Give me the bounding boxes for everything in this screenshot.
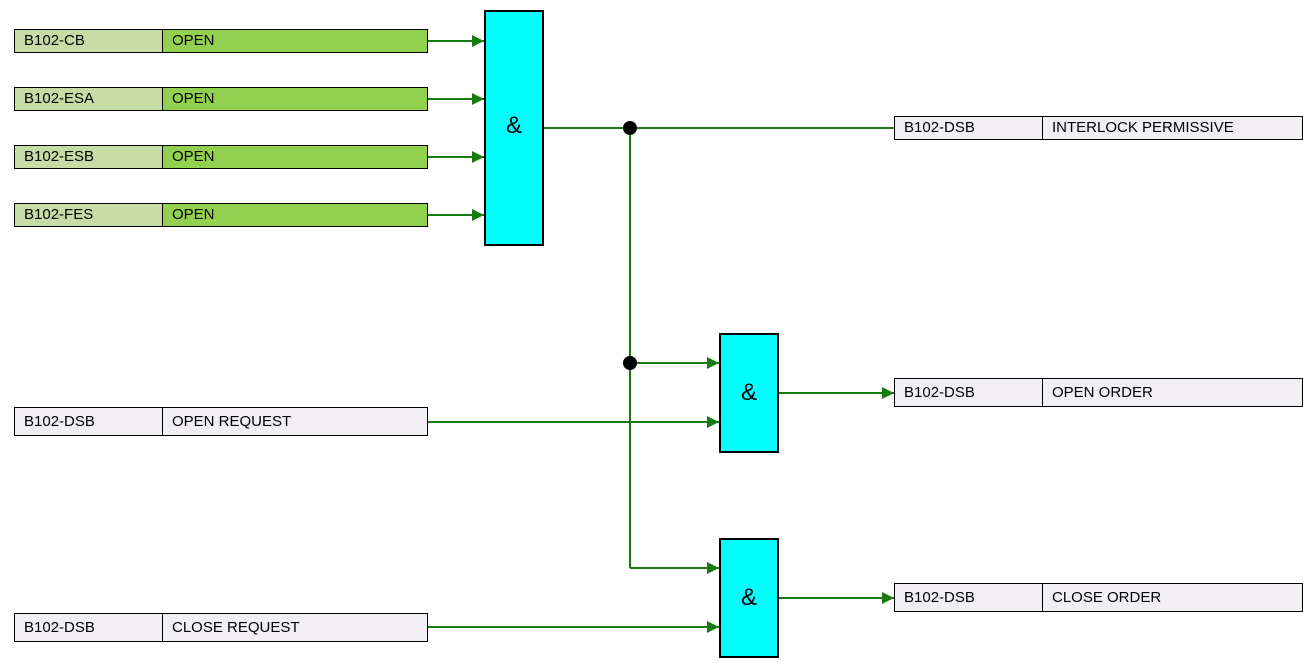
request-signal-close: B102-DSB CLOSE REQUEST — [14, 613, 428, 642]
request-tag: B102-DSB — [15, 614, 163, 641]
and-gate-symbol: & — [505, 112, 522, 139]
and-gate-symbol: & — [740, 379, 757, 406]
junction-dot-top — [623, 121, 637, 135]
input-tag: B102-FES — [15, 204, 163, 226]
input-state: OPEN — [163, 88, 427, 110]
input-tag: B102-ESB — [15, 146, 163, 168]
input-state: OPEN — [163, 146, 427, 168]
input-tag: B102-CB — [15, 30, 163, 52]
and-gate-2: & — [719, 333, 779, 453]
input-state: OPEN — [163, 30, 427, 52]
output-state: CLOSE ORDER — [1043, 584, 1302, 611]
request-signal-open: B102-DSB OPEN REQUEST — [14, 407, 428, 436]
input-signal-fes: B102-FES OPEN — [14, 203, 428, 227]
request-tag: B102-DSB — [15, 408, 163, 435]
request-state: OPEN REQUEST — [163, 408, 427, 435]
input-signal-cb: B102-CB OPEN — [14, 29, 428, 53]
output-tag: B102-DSB — [895, 379, 1043, 406]
output-state: INTERLOCK PERMISSIVE — [1043, 117, 1302, 139]
and-gate-3: & — [719, 538, 779, 658]
input-state: OPEN — [163, 204, 427, 226]
output-tag: B102-DSB — [895, 117, 1043, 139]
output-tag: B102-DSB — [895, 584, 1043, 611]
input-signal-esa: B102-ESA OPEN — [14, 87, 428, 111]
output-signal-open-order: B102-DSB OPEN ORDER — [894, 378, 1303, 407]
input-tag: B102-ESA — [15, 88, 163, 110]
request-state: CLOSE REQUEST — [163, 614, 427, 641]
junction-dot-middle — [623, 356, 637, 370]
and-gate-symbol: & — [740, 584, 757, 611]
and-gate-1: & — [484, 10, 544, 246]
output-signal-interlock-permissive: B102-DSB INTERLOCK PERMISSIVE — [894, 116, 1303, 140]
output-state: OPEN ORDER — [1043, 379, 1302, 406]
input-signal-esb: B102-ESB OPEN — [14, 145, 428, 169]
output-signal-close-order: B102-DSB CLOSE ORDER — [894, 583, 1303, 612]
